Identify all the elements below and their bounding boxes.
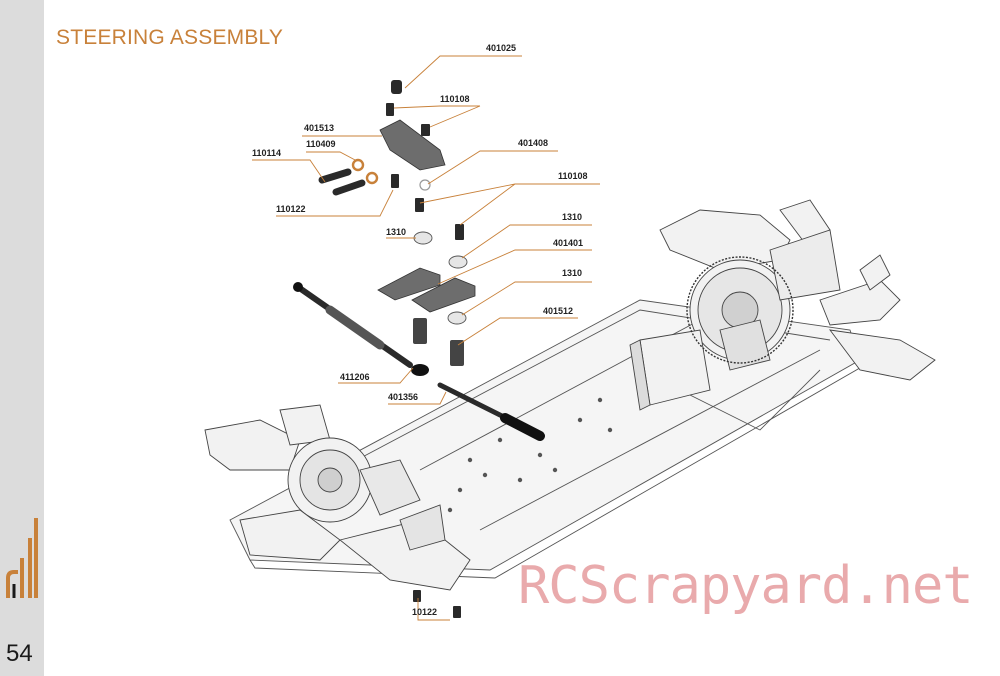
tie-rod-401356 [437, 382, 545, 441]
steering-parts [318, 80, 476, 366]
leader-lines [252, 55, 600, 621]
brand-logo [6, 518, 38, 598]
label-401408: 401408 [518, 138, 548, 148]
rear-assembly [629, 199, 936, 411]
part-labels: 401025 110108 401513 110409 110114 40140… [252, 43, 588, 617]
page-title: STEERING ASSEMBLY [56, 26, 284, 49]
label-411206: 411206 [340, 372, 370, 382]
label-110108-mid: 110108 [558, 171, 588, 181]
page-number: 54 [6, 640, 33, 667]
label-1310-lower: 1310 [562, 268, 582, 278]
watermark-text: RCScrapyard.net [518, 556, 974, 616]
label-1310-left: 1310 [386, 227, 406, 237]
front-screws [413, 590, 461, 618]
label-401513: 401513 [304, 123, 334, 133]
label-401401: 401401 [553, 238, 583, 248]
label-110108-top: 110108 [440, 94, 470, 104]
spur-gear [686, 256, 794, 364]
tie-rod-411206 [293, 282, 429, 376]
label-110122: 110122 [276, 204, 306, 214]
label-401356: 401356 [388, 392, 418, 402]
label-401025: 401025 [486, 43, 516, 53]
label-1310-upper: 1310 [562, 212, 582, 222]
label-110409: 110409 [306, 139, 336, 149]
label-10122: 10122 [412, 607, 437, 617]
chassis-holes [427, 397, 613, 528]
front-assembly [204, 404, 471, 591]
label-110114: 110114 [252, 148, 281, 158]
label-401512: 401512 [543, 306, 573, 316]
